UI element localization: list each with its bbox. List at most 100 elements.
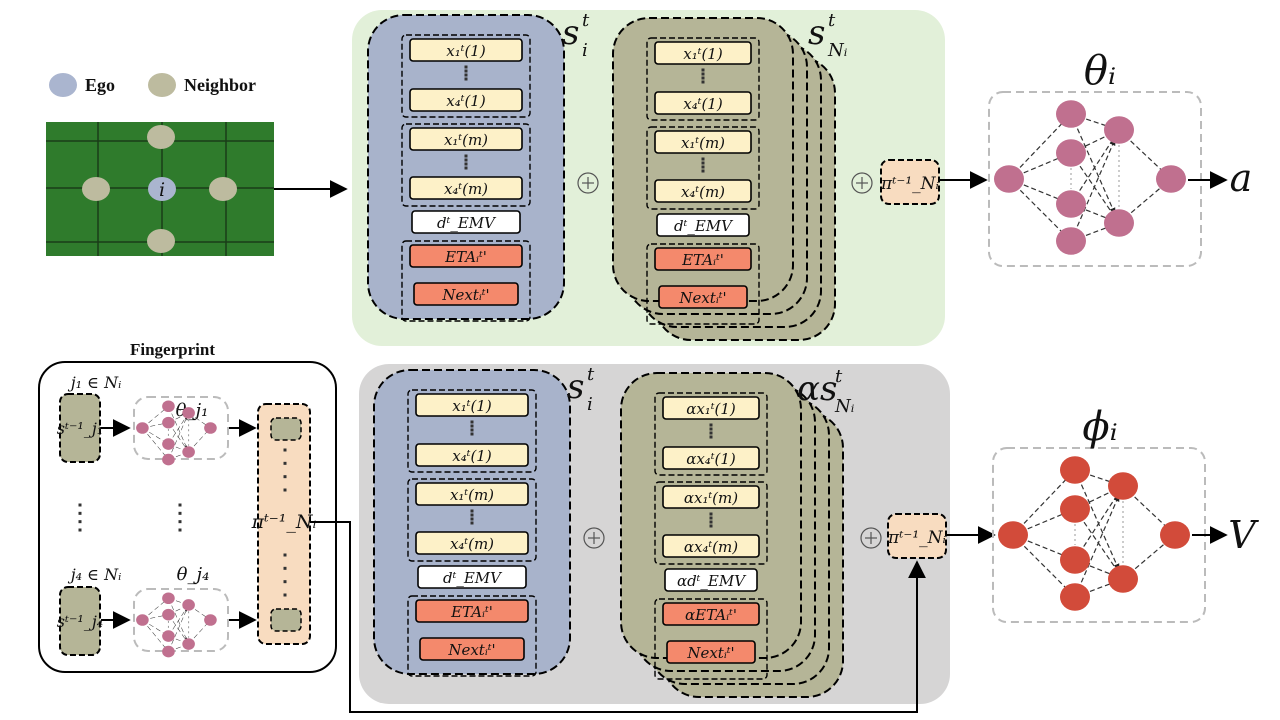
critic-neighbor-state-group-2 — [654, 481, 768, 565]
critic-neighbor-state-title-sub: Nᵢ — [834, 396, 855, 417]
critic-neighbor-state-emv-label: αdᵗ_EMV — [677, 572, 747, 590]
critic-network-edge — [1074, 469, 1120, 571]
ego-legend-dot — [49, 73, 77, 97]
actor-neighbor-state-dots-2 — [701, 169, 705, 173]
fp-top-network-node — [204, 422, 217, 434]
critic-neighbor-state-dots-2 — [709, 512, 713, 516]
actor-neighbor-state-title-sub: Nᵢ — [827, 40, 848, 61]
critic-network-edge — [1074, 508, 1120, 574]
fp-policy-dots-1 — [283, 461, 287, 465]
actor-ego-state-title-symbol: s — [562, 13, 579, 53]
fp-top-network-node — [182, 446, 195, 458]
neighbor-node-south — [147, 229, 175, 253]
actor-ego-state-feature-1 — [409, 38, 523, 62]
fp-bottom-network-edge — [142, 599, 167, 621]
intersection-map: i — [46, 122, 274, 256]
actor-ego-state-feature-2-label: x₄ᵗ(1) — [446, 92, 486, 110]
critic-neighbor-state-emv — [664, 568, 758, 592]
actor-ego-state-dots-1 — [464, 65, 468, 69]
critic-neighbor-state-group-1 — [654, 392, 768, 476]
actor-ego-state-dots-1 — [464, 77, 468, 81]
fp-top-network-node — [182, 407, 195, 419]
actor-ego-state-group-3 — [401, 240, 531, 322]
actor-network-node — [1156, 165, 1186, 193]
actor-ego-state-dots-2 — [464, 154, 468, 158]
actor-neighbor-state-next-label: Nextᵢᵗ' — [678, 289, 726, 307]
fp-policy-dots-2 — [283, 566, 287, 570]
actor-policy-input — [880, 159, 940, 205]
critic-network-node — [1060, 456, 1090, 484]
actor-ego-state-dots-1 — [464, 69, 468, 73]
actor-neighbor-state-feature-4-label: x₄ᵗ(m) — [681, 183, 725, 201]
actor-network-node — [1056, 227, 1086, 255]
actor-network-node — [994, 165, 1024, 193]
ego-symbol: i — [159, 179, 165, 201]
fp-bottom-network-frame — [133, 588, 229, 652]
fp-dots-mid — [178, 511, 182, 515]
fp-policy-top-slot — [270, 417, 302, 441]
neighbor-node-west — [82, 177, 110, 201]
critic-ego-state-group-1 — [407, 389, 537, 473]
critic-ego-state-dots-1 — [470, 432, 474, 436]
critic-neighbor-state-feature-1 — [662, 396, 760, 420]
actor-ego-state-next — [413, 282, 519, 306]
critic-ego-state-emv — [417, 565, 527, 589]
actor-network-node — [1056, 139, 1086, 167]
fp-policy-dots-1 — [283, 475, 287, 479]
fp-top-state — [59, 393, 101, 463]
neighbor-legend-dot — [148, 73, 176, 97]
actor-network-edge — [1070, 135, 1116, 205]
actor-network-edge — [1070, 152, 1116, 218]
fingerprint-title: Fingerprint — [130, 340, 215, 359]
ego-legend-label: Ego — [85, 75, 116, 95]
actor-concat-1 — [577, 172, 599, 194]
actor-neighbor-state-title-symbol: s — [808, 13, 825, 53]
actor-ego-state-eta — [409, 244, 523, 268]
critic-ego-state-feature-1 — [415, 393, 529, 417]
critic-network-node — [1108, 565, 1138, 593]
actor-ego-state-title-sup: t — [582, 10, 590, 31]
critic-neighbor-state-feature-2 — [662, 446, 760, 470]
fp-bottom-network-edge — [168, 614, 188, 642]
critic-ego-state-dots-1 — [470, 424, 474, 428]
fp-bottom-network-node — [162, 645, 175, 658]
fp-top-network-edge — [168, 422, 188, 450]
actor-neighbor-state-emv — [656, 213, 750, 237]
ego-node — [148, 177, 176, 201]
fp-dots-mid — [178, 528, 182, 532]
critic-ego-state-dots-2 — [470, 509, 474, 513]
actor-neighbor-state-group-1 — [646, 37, 760, 121]
fp-policy-dots-1 — [283, 488, 287, 492]
fp-bottom-network-edge — [168, 607, 188, 637]
fp-bottom-state-label: sᵗ⁻¹_j₄ — [57, 612, 103, 631]
fp-dots-left — [78, 511, 82, 515]
actor-neighbor-state-emv-label: dᵗ_EMV — [674, 217, 734, 235]
actor-network-node — [1056, 100, 1086, 128]
fp-top-network-edge — [142, 427, 167, 458]
fp-bottom-network-node — [182, 638, 195, 650]
critic-ego-state-title-sup: t — [587, 364, 595, 385]
critic-ego-state-dots-1 — [470, 420, 474, 424]
critic-neighbor-state-feature-2-label: αx₄ᵗ(1) — [686, 450, 736, 468]
neighbor-legend-label: Neighbor — [184, 75, 256, 95]
critic-network-edge — [1012, 534, 1071, 593]
fp-dots-left — [78, 528, 82, 532]
actor-ego-state-emv — [411, 210, 521, 234]
critic-neighbor-state-feature-1-label: αx₁ᵗ(1) — [686, 400, 736, 418]
actor-ego-state-eta-label: ETAᵢᵗ' — [444, 248, 487, 266]
actor-neighbor-state-eta — [654, 247, 752, 271]
actor-neighbor-state-dots-2 — [701, 165, 705, 169]
fp-top-network-node — [162, 438, 175, 450]
fp-top-index: j₁ ∈ Nᵢ — [68, 373, 122, 392]
actor-network-edge — [1008, 118, 1067, 180]
critic-output-label: V — [1228, 513, 1259, 557]
critic-neighbor-state-feature-4 — [662, 534, 760, 558]
fp-policy-label: πᵗ⁻¹_Nᵢ — [251, 511, 317, 533]
critic-network-edge — [1074, 491, 1120, 561]
fp-top-state-label: sᵗ⁻¹_j₁ — [57, 419, 103, 438]
actor-neighbor-state-title-sup: t — [828, 10, 836, 31]
actor-neighbor-state-eta-label: ETAᵢᵗ' — [681, 251, 724, 269]
actor-network-node — [1104, 209, 1134, 237]
critic-neighbor-state-dots-2 — [709, 524, 713, 528]
